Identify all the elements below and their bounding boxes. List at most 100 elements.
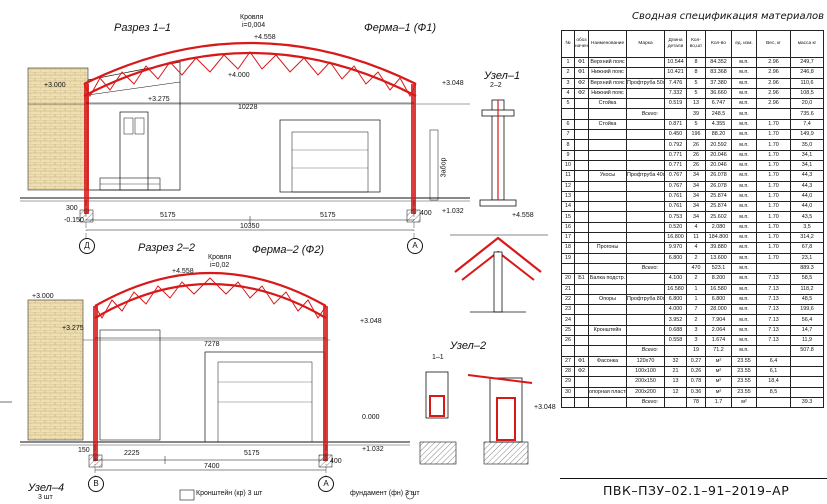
elevation-house-eave-2: +3.275: [62, 325, 84, 332]
spec-table-cell: м.п.: [731, 293, 757, 306]
elevation-truss-top: +4.558: [254, 34, 276, 41]
spec-table-cell: [588, 201, 627, 213]
spec-table-cell: м.п.: [731, 221, 757, 234]
spec-table-cell: 9.970: [664, 242, 687, 254]
spec-table-cell: 13.600: [705, 252, 732, 264]
spec-table-cell: [626, 190, 665, 203]
spec-table-cell: Ф1: [574, 355, 589, 367]
spec-table-cell: 12: [664, 386, 687, 398]
spec-table-cell: [588, 211, 627, 223]
spec-table-cell: 5: [561, 98, 575, 110]
node-ridge-elevation: +4.558: [512, 212, 534, 219]
spec-table-cell: [574, 170, 589, 182]
fence-label: Забор: [440, 157, 448, 178]
section-1-dimensions: [85, 102, 415, 240]
spec-table-cell: 0.520: [664, 221, 687, 234]
dim-right-offset-1: 400: [420, 210, 432, 217]
node-ridge-detail: [450, 234, 548, 313]
spec-table-cell: 108,5: [790, 87, 824, 100]
spec-table-cell: 2: [686, 252, 706, 264]
roof-slope-1: i=0,004: [242, 22, 266, 29]
spec-table-cell: м.п.: [731, 129, 757, 141]
spec-table-cell: 23,1: [790, 252, 824, 264]
spec-table-cell: 34: [686, 201, 706, 213]
spec-table-cell: 19: [561, 252, 575, 264]
spec-table-cell: [588, 252, 627, 264]
spec-header-cell: Кол-во: [705, 30, 732, 58]
spec-table-cell: 5: [686, 77, 706, 89]
spec-table-cell: 3: [686, 324, 706, 337]
spec-table-cell: 25: [561, 324, 575, 337]
spec-table-cell: 22: [561, 293, 575, 306]
spec-table-cell: [574, 376, 589, 388]
section-2-ground: [20, 339, 410, 446]
spec-table-cell: м.п.: [731, 139, 757, 151]
spec-table-cell: 2.96: [756, 56, 791, 69]
dim-left-half-1: 5175: [160, 212, 176, 219]
spec-table-cell: 23.55: [731, 355, 757, 367]
spec-table-cell: [588, 129, 627, 141]
spec-table-cell: Стойка: [588, 98, 627, 110]
spec-table-cell: [626, 221, 665, 234]
spec-table-cell: 1.70: [756, 170, 791, 182]
spec-table-cell: [626, 314, 665, 326]
section-2-house: [27, 299, 326, 443]
spec-table-cell: [664, 108, 687, 120]
spec-table-cell: [574, 335, 589, 347]
spec-table-cell: 26: [686, 139, 706, 151]
truss-1: [79, 42, 421, 223]
spec-table-cell: 21: [561, 283, 575, 295]
spec-table-cell: [574, 129, 589, 141]
spec-table-cell: 6.800: [664, 293, 687, 306]
spec-table-cell: [574, 201, 589, 213]
spec-table-cell: 44,3: [790, 170, 824, 182]
spec-table-cell: [756, 345, 791, 357]
spec-table-cell: 26: [686, 149, 706, 161]
axis-marker-v: В: [88, 476, 104, 492]
spec-table-cell: [574, 396, 589, 409]
spec-table-cell: м²: [731, 396, 757, 409]
spec-table-cell: [626, 324, 665, 337]
spec-table-cell: 470: [686, 262, 706, 275]
spec-table-cell: [626, 180, 665, 192]
spec-table-cell: 0.771: [664, 159, 687, 172]
spec-table-cell: 71.2: [705, 345, 732, 357]
spec-header-cell: Кол-во,шт: [686, 30, 706, 58]
spec-table-cell: 2.080: [705, 221, 732, 234]
spec-table-cell: 1: [686, 283, 706, 295]
spec-table-cell: [574, 211, 589, 223]
spec-table-cell: 7,4: [790, 118, 824, 131]
spec-table-cell: 32: [664, 355, 687, 367]
spec-table-cell: м.п.: [731, 211, 757, 223]
dim-right-offset-2: 400: [330, 458, 342, 465]
axis-marker-d: Д: [79, 238, 95, 254]
truss-2-title: Ферма–2 (Ф2): [252, 244, 324, 256]
spec-table-cell: 28: [561, 365, 575, 378]
spec-table-cell: [574, 242, 589, 254]
spec-table-cell: 78: [686, 396, 706, 409]
spec-table-cell: Опоры: [588, 293, 627, 306]
spec-table-cell: 118,2: [790, 283, 824, 295]
spec-table-cell: 16: [561, 221, 575, 234]
spec-table-cell: Ф2: [574, 87, 589, 100]
section-drawings: [0, 42, 548, 501]
spec-table-cell: [790, 386, 824, 398]
spec-table-cell: 4.355: [705, 118, 732, 131]
dim-total-1: 10350: [240, 223, 260, 230]
spec-table-cell: [574, 118, 589, 131]
spec-table-cell: [574, 293, 589, 306]
spec-table-cell: 7.13: [756, 335, 791, 347]
spec-table-cell: 17: [561, 232, 575, 244]
spec-table-cell: [588, 159, 627, 172]
